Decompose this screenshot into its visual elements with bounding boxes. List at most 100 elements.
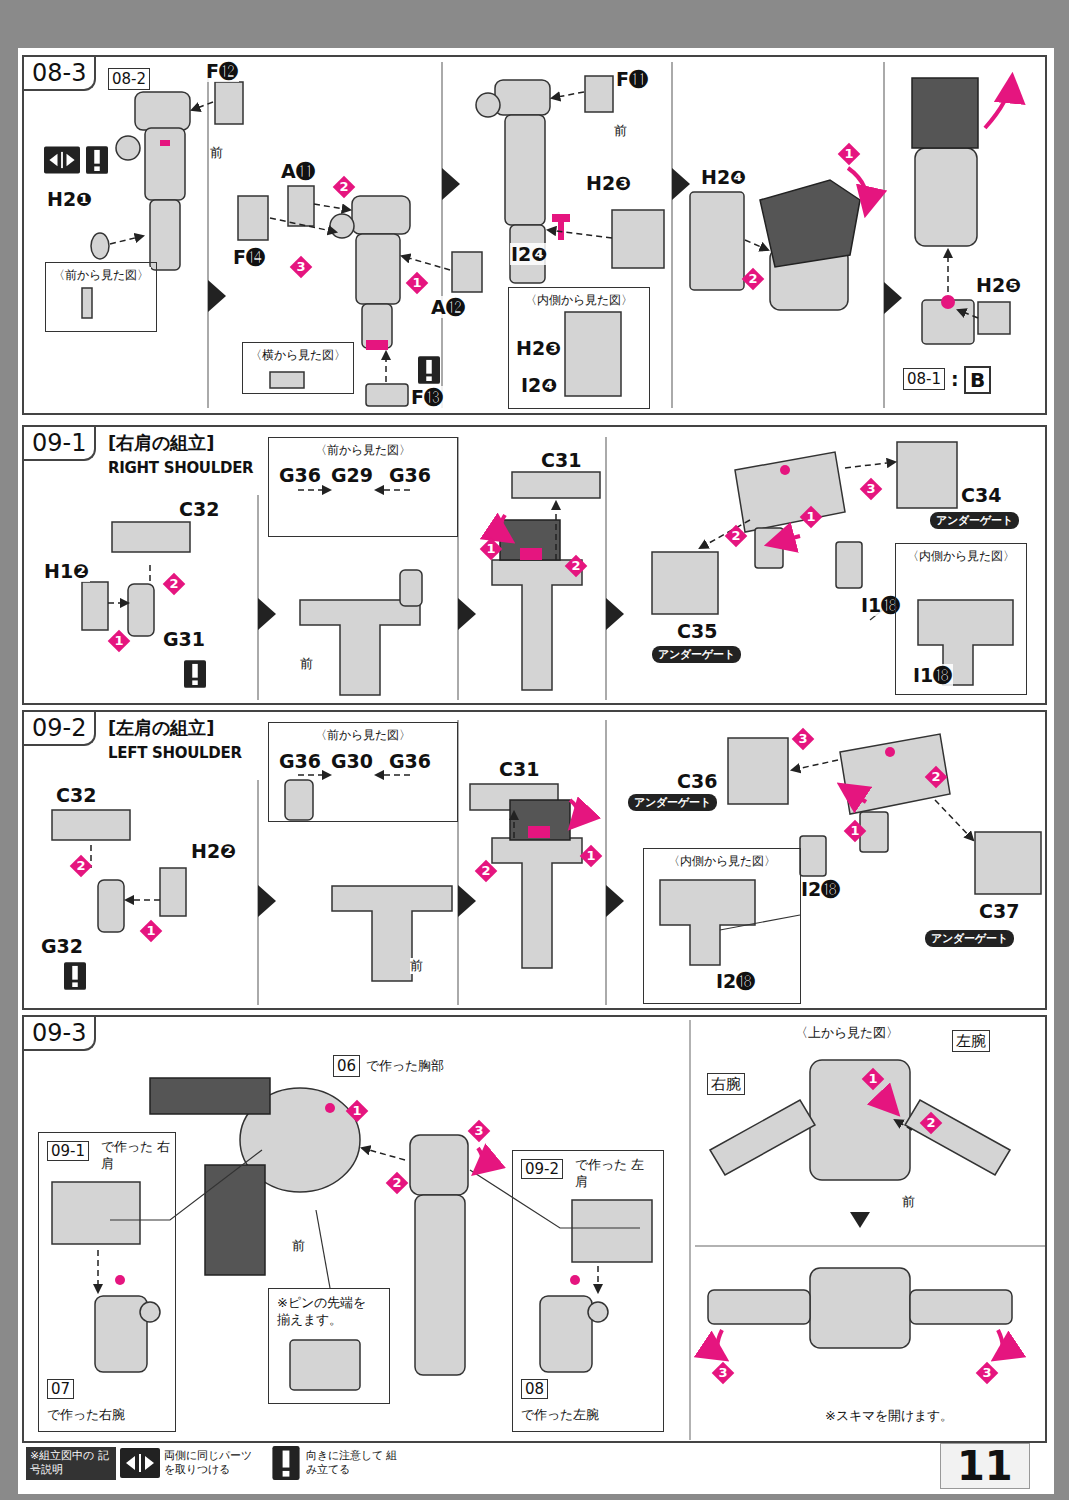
view-inset: ※ピンの先端を 揃えます。 — [268, 1288, 390, 1404]
part-number: G36 — [388, 464, 432, 486]
step-order: 2 — [565, 555, 587, 577]
step-order: 2 — [742, 268, 764, 290]
front-mark: 前 — [300, 656, 313, 672]
view-inset: 〈前から見た図〉 — [45, 262, 157, 332]
view-inset: 〈内側から見た図〉 — [895, 543, 1027, 695]
step-order: 1 — [862, 1068, 884, 1090]
part-number: F⓮ — [232, 246, 266, 268]
step-order: 2 — [920, 1112, 942, 1134]
step-number: 08-3 — [24, 57, 96, 91]
step-order: 3 — [792, 728, 814, 750]
view-caption: 〈内側から見た図〉 — [523, 292, 635, 309]
view-caption: 〈横から見た図〉 — [248, 347, 348, 364]
page-number: 11 — [940, 1443, 1030, 1489]
part-number: C34 — [960, 484, 1002, 506]
part-number: G36 — [278, 750, 322, 772]
part-number: I2❹ — [510, 243, 548, 265]
step-order: 1 — [480, 538, 502, 560]
step-number: 09-2 — [24, 712, 96, 746]
note-text: 〈上から見た図〉 — [795, 1025, 899, 1041]
front-mark: 前 — [614, 123, 627, 139]
part-number: C32 — [55, 784, 97, 806]
step-number: 09-1 — [24, 427, 96, 461]
step-order: 3 — [468, 1120, 490, 1142]
front-mark: 前 — [902, 1194, 915, 1210]
part-number: G30 — [330, 750, 374, 772]
step-panel: 09-1 [右肩の組立] RIGHT SHOULDER 〈前から見た図〉〈内側から見た… — [22, 425, 1047, 705]
runner-reference: B — [964, 366, 991, 394]
view-caption: 〈内側から見た図〉 — [666, 853, 778, 870]
step-number: 09-3 — [24, 1017, 96, 1051]
view-inset: 〈横から見た図〉 — [242, 342, 354, 394]
step-order: 2 — [70, 855, 92, 877]
part-number: A⓫ — [280, 160, 316, 182]
front-mark: 前 — [210, 145, 223, 161]
view-inset: 〈内側から見た図〉 — [643, 848, 801, 1004]
step-order: 2 — [163, 573, 185, 595]
part-number: C35 — [676, 620, 718, 642]
view-inset: 〈内側から見た図〉 — [508, 287, 650, 409]
front-mark: 前 — [410, 958, 423, 974]
part-number: F⓬ — [205, 60, 239, 82]
front-mark: 前 — [292, 1238, 305, 1254]
part-number: I2⓲ — [800, 878, 841, 900]
step-order: 1 — [580, 845, 602, 867]
part-number: G36 — [278, 464, 322, 486]
note-text: で作った胸部 — [366, 1058, 444, 1074]
legend-text: 向きに注意して 組み立てる — [306, 1449, 401, 1478]
part-number: C36 — [676, 770, 718, 792]
step-panel: 09-2[左肩の組立]LEFT SHOULDER〈前から見た図〉〈内側から見た図… — [22, 710, 1047, 1010]
note-text: で作った 右肩 — [101, 1139, 171, 1173]
note-text: ※ピンの先端を 揃えます。 — [277, 1295, 383, 1329]
step-order: 2 — [333, 176, 355, 198]
part-number: H2❺ — [975, 274, 1022, 296]
step-reference: 08-1 — [903, 368, 945, 390]
step-order: 1 — [140, 920, 162, 942]
view-caption: 〈内側から見た図〉 — [905, 548, 1017, 565]
step-reference: 09-1 — [47, 1141, 89, 1161]
view-caption: 〈前から見た図〉 — [51, 267, 151, 284]
undergate-tag: アンダーゲート — [930, 512, 1019, 529]
step-order: 3 — [860, 478, 882, 500]
step-order: 2 — [925, 766, 947, 788]
part-number: F⓫ — [615, 68, 649, 90]
note-text: ※スキマを開けます。 — [825, 1408, 953, 1424]
part-number: C31 — [498, 758, 540, 780]
part-number: H2❹ — [700, 166, 747, 188]
part-number: H1❷ — [43, 560, 90, 582]
part-number: C32 — [178, 498, 220, 520]
step-heading: [右肩の組立] — [108, 431, 214, 455]
view-inset: 09-1で作った 右肩07で作った右腕 — [38, 1132, 176, 1432]
view-inset: 〈前から見た図〉 — [268, 437, 458, 537]
step-reference: 08 — [521, 1379, 548, 1399]
step-reference: 06 — [333, 1055, 360, 1077]
step-order: 1 — [838, 143, 860, 165]
note-text: で作った 左肩 — [575, 1157, 655, 1191]
part-number: C31 — [540, 449, 582, 471]
step-order: 1 — [346, 1100, 368, 1122]
step-heading-english: RIGHT SHOULDER — [108, 459, 253, 477]
step-heading: [左肩の組立] — [108, 716, 214, 740]
part-number: G31 — [162, 628, 206, 650]
part-number: A⓬ — [430, 296, 466, 318]
note-text: で作った左腕 — [521, 1407, 599, 1424]
step-order: 1 — [108, 630, 130, 652]
step-panel: 09-309-1で作った 右肩07で作った右腕※ピンの先端を 揃えます。09-2… — [22, 1015, 1047, 1443]
step-order: 1 — [406, 272, 428, 294]
view-caption: 〈前から見た図〉 — [313, 442, 413, 459]
legend-text: 両側に同じパーツ を取りつける — [164, 1449, 259, 1478]
part-number: I1⓲ — [912, 664, 953, 686]
undergate-tag: アンダーゲート — [628, 794, 717, 811]
undergate-tag: アンダーゲート — [652, 646, 741, 663]
step-heading-english: LEFT SHOULDER — [108, 744, 242, 762]
part-number: G36 — [388, 750, 432, 772]
step-order: 2 — [475, 860, 497, 882]
step-order: 2 — [725, 525, 747, 547]
step-order: 3 — [290, 256, 312, 278]
part-number: I2⓲ — [715, 970, 756, 992]
step-order: 1 — [800, 506, 822, 528]
undergate-tag: アンダーゲート — [925, 930, 1014, 947]
step-reference: 右腕 — [707, 1073, 745, 1095]
part-number: H2❷ — [190, 840, 237, 862]
step-reference: 08-2 — [108, 68, 150, 90]
